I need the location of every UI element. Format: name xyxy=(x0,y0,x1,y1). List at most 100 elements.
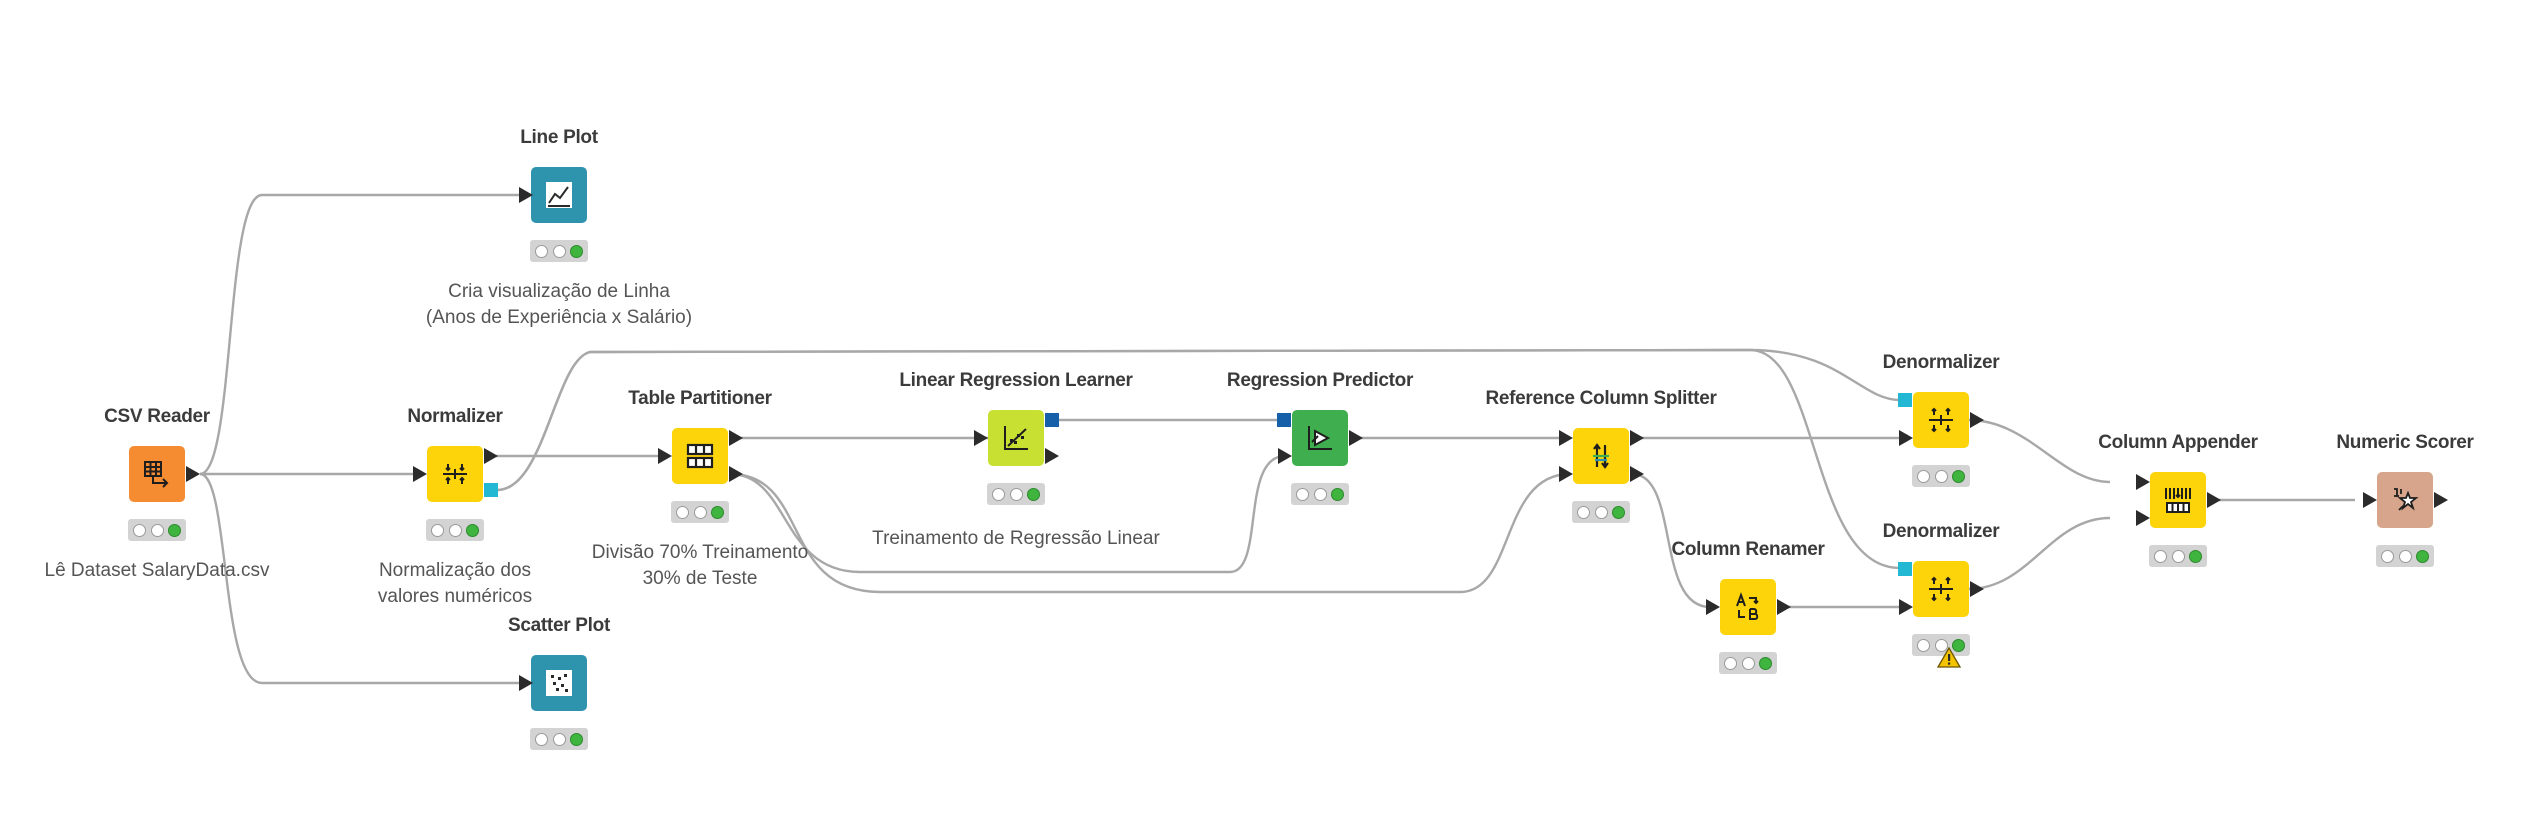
output-port-first[interactable] xyxy=(1630,430,1644,446)
node-icon-box[interactable] xyxy=(129,446,185,502)
node-icon-box[interactable] xyxy=(988,410,1044,466)
node-line-plot[interactable]: Line Plot Cria visualização de Linha (An… xyxy=(426,127,692,328)
warning-icon[interactable] xyxy=(1936,646,1962,673)
node-icon-box[interactable] xyxy=(672,428,728,484)
node-status-lights xyxy=(1719,652,1777,674)
output-port-data[interactable] xyxy=(484,448,498,464)
connection-partitioner-to-splitter[interactable] xyxy=(729,472,1571,594)
output-port[interactable] xyxy=(1970,581,1984,597)
input-port[interactable] xyxy=(2363,492,2377,508)
node-status-lights xyxy=(1291,483,1349,505)
node-reference-column-splitter[interactable]: Reference Column Splitter xyxy=(1485,388,1717,523)
input-port[interactable] xyxy=(974,430,988,446)
connection-csv-to-lineplot[interactable] xyxy=(199,193,520,476)
node-normalizer[interactable]: Normalizer Normalização dos valores numé… xyxy=(378,406,532,607)
output-port[interactable] xyxy=(2434,492,2448,508)
node-title: Scatter Plot xyxy=(508,615,610,636)
node-icon-box[interactable] xyxy=(1573,428,1629,484)
node-status-lights xyxy=(671,501,729,523)
node-status-lights xyxy=(128,519,186,541)
input-port-data[interactable] xyxy=(1278,448,1292,464)
input-port[interactable] xyxy=(1706,599,1720,615)
output-port-model[interactable] xyxy=(1045,413,1059,427)
node-title: Table Partitioner xyxy=(628,388,772,409)
node-title: Column Renamer xyxy=(1671,539,1825,560)
input-port-model[interactable] xyxy=(1898,393,1912,407)
node-csv-reader[interactable]: CSV Reader Lê Dataset SalaryData.csv xyxy=(45,406,270,581)
node-annotation[interactable]: Treinamento de Regressão Linear xyxy=(872,528,1160,549)
input-port[interactable] xyxy=(519,187,533,203)
node-column-renamer[interactable]: Column Renamer xyxy=(1671,539,1825,674)
node-icon-box[interactable] xyxy=(1720,579,1776,635)
node-icon-box[interactable] xyxy=(531,655,587,711)
output-port-second[interactable] xyxy=(1630,466,1644,482)
node-title: Normalizer xyxy=(407,406,503,427)
node-title: Denormalizer xyxy=(1882,352,2000,373)
node-icon-box[interactable] xyxy=(1913,392,1969,448)
predictor-icon xyxy=(1304,422,1336,454)
output-port-data[interactable] xyxy=(1045,448,1059,464)
column-append-icon xyxy=(2161,483,2195,517)
partition-icon xyxy=(683,439,717,473)
node-annotation[interactable]: Normalização dos valores numéricos xyxy=(377,560,533,607)
denormalize-icon xyxy=(1925,573,1957,605)
node-annotation[interactable]: Lê Dataset SalaryData.csv xyxy=(44,560,270,581)
rename-icon xyxy=(1732,591,1764,623)
node-title: Linear Regression Learner xyxy=(899,370,1133,391)
output-port-model[interactable] xyxy=(484,483,498,497)
node-icon-box[interactable] xyxy=(427,446,483,502)
output-port-first[interactable] xyxy=(729,430,743,446)
input-port-first[interactable] xyxy=(2136,474,2150,490)
node-annotation[interactable]: Divisão 70% Treinamento 30% de Teste xyxy=(591,542,809,589)
output-port[interactable] xyxy=(1349,430,1363,446)
denormalize-icon xyxy=(1925,404,1957,436)
scatter-icon xyxy=(543,667,575,699)
node-annotation[interactable]: Cria visualização de Linha (Anos de Expe… xyxy=(425,281,693,328)
connection-denormalizer-top-to-appender[interactable] xyxy=(1967,418,2111,484)
input-port[interactable] xyxy=(413,466,427,482)
node-status-lights xyxy=(1572,501,1630,523)
connection-partitioner-to-predictor[interactable] xyxy=(729,454,1286,574)
node-title: Numeric Scorer xyxy=(2336,432,2474,453)
node-linear-regression-learner[interactable]: Linear Regression Learner Treinamento de… xyxy=(872,370,1160,549)
connection-normalizer-model-to-denormalizer-bottom[interactable] xyxy=(496,348,1901,570)
input-port[interactable] xyxy=(658,448,672,464)
input-port-data[interactable] xyxy=(1899,430,1913,446)
input-port-model[interactable] xyxy=(1277,413,1291,427)
node-icon-box[interactable] xyxy=(1292,410,1348,466)
input-port-data[interactable] xyxy=(1899,599,1913,615)
node-status-lights xyxy=(987,483,1045,505)
input-port-first[interactable] xyxy=(1559,430,1573,446)
node-icon-box[interactable] xyxy=(1913,561,1969,617)
node-icon-box[interactable] xyxy=(531,167,587,223)
connection-csv-to-scatterplot[interactable] xyxy=(199,472,520,685)
node-icon-box[interactable] xyxy=(2150,472,2206,528)
input-port-second[interactable] xyxy=(2136,510,2150,526)
normalize-icon xyxy=(439,458,471,490)
node-regression-predictor[interactable]: Regression Predictor xyxy=(1227,370,1413,505)
output-port[interactable] xyxy=(186,466,200,482)
node-status-lights xyxy=(426,519,484,541)
node-column-appender[interactable]: Column Appender xyxy=(2098,432,2258,567)
node-title: Denormalizer xyxy=(1882,521,2000,542)
regression-learner-icon xyxy=(1000,422,1032,454)
node-numeric-scorer[interactable]: Numeric Scorer xyxy=(2336,432,2474,567)
node-table-partitioner[interactable]: Table Partitioner Divisão 70% Treinament… xyxy=(592,388,809,589)
output-port[interactable] xyxy=(2207,492,2221,508)
scorer-icon xyxy=(2389,484,2421,516)
output-port[interactable] xyxy=(1970,412,1984,428)
input-port-model[interactable] xyxy=(1898,562,1912,576)
connection-splitter-to-renamer[interactable] xyxy=(1631,472,1711,609)
node-scatter-plot[interactable]: Scatter Plot xyxy=(508,615,610,750)
node-icon-box[interactable] xyxy=(2377,472,2433,528)
input-port[interactable] xyxy=(519,675,533,691)
connection-denormalizer-bottom-to-appender[interactable] xyxy=(1967,516,2111,591)
output-port[interactable] xyxy=(1777,599,1791,615)
node-denormalizer-bottom[interactable]: Denormalizer xyxy=(1883,521,2000,668)
input-port-second[interactable] xyxy=(1559,466,1573,482)
table-arrow-icon xyxy=(141,458,173,490)
node-denormalizer-top[interactable]: Denormalizer xyxy=(1883,352,2000,487)
output-port-second[interactable] xyxy=(729,466,743,482)
node-title: Reference Column Splitter xyxy=(1485,388,1717,409)
